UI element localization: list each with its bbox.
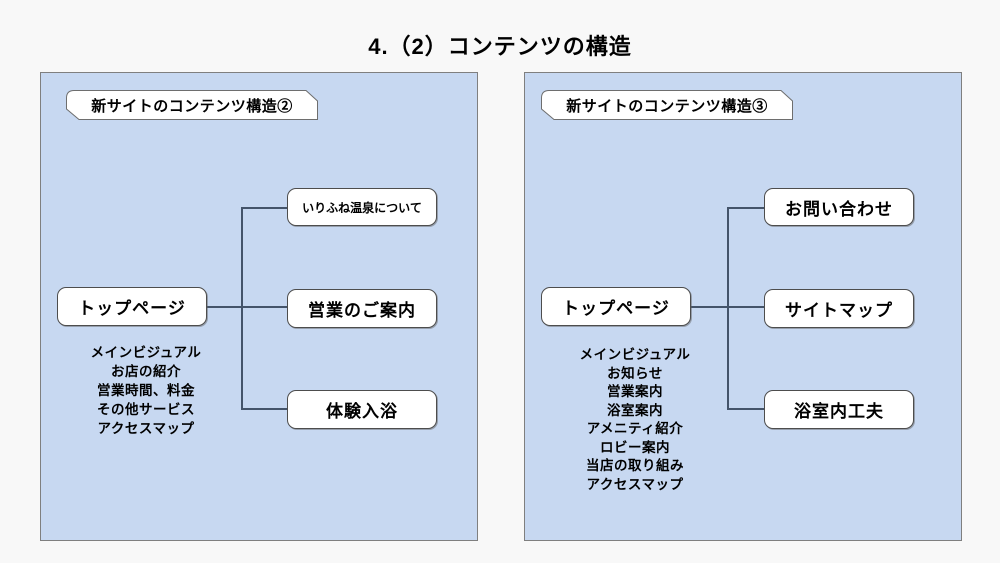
subitem: アメニティ紹介 bbox=[586, 421, 684, 436]
connector-top-page-to-trunk bbox=[207, 306, 287, 308]
panel-header-label: 新サイトのコンテンツ構造③ bbox=[566, 97, 768, 115]
panel-header-label: 新サイトのコンテンツ構造② bbox=[91, 97, 293, 115]
subitem: 営業案内 bbox=[607, 384, 663, 399]
top-page-subitems: メインビジュアル お知らせ 営業案内 浴室案内 アメニティ紹介 ロビー案内 当店… bbox=[540, 346, 730, 494]
node-business-guide: 営業のご案内 bbox=[287, 289, 437, 328]
connector-branch-top bbox=[241, 207, 287, 209]
subitem: 営業時間、料金 bbox=[97, 383, 195, 398]
panel-header-plaque: 新サイトのコンテンツ構造③ bbox=[541, 90, 793, 120]
content-structure-panel-3: 新サイトのコンテンツ構造③ トップページ お問い合わせ サイトマップ 浴室内工夫… bbox=[524, 72, 962, 541]
subitem: お知らせ bbox=[607, 365, 663, 381]
subitem: その他サービス bbox=[97, 402, 195, 417]
subitem: ロビー案内 bbox=[600, 439, 670, 455]
subitem: 当店の取り組み bbox=[586, 458, 684, 473]
connector-trunk bbox=[727, 207, 729, 409]
content-structure-panel-2: 新サイトのコンテンツ構造② トップページ いりふね温泉について 営業のご案内 体… bbox=[40, 72, 478, 541]
panel-header-plaque: 新サイトのコンテンツ構造② bbox=[66, 90, 318, 120]
connector-trunk bbox=[241, 207, 243, 409]
node-about-irifune-onsen: いりふね温泉について bbox=[287, 188, 437, 226]
subitem: お店の紹介 bbox=[111, 364, 181, 379]
node-contact: お問い合わせ bbox=[764, 188, 914, 226]
subitem: アクセスマップ bbox=[586, 476, 684, 492]
page-title: 4.（2）コンテンツの構造 bbox=[368, 34, 632, 59]
node-top-page: トップページ bbox=[541, 287, 691, 326]
top-page-subitems: メインビジュアル お店の紹介 営業時間、料金 その他サービス アクセスマップ bbox=[56, 343, 236, 438]
node-bathroom-improvements: 浴室内工夫 bbox=[764, 390, 914, 429]
plaque-shape bbox=[66, 90, 318, 120]
node-trial-bathing: 体験入浴 bbox=[287, 390, 437, 429]
connector-branch-top bbox=[727, 207, 764, 209]
node-top-page: トップページ bbox=[57, 287, 207, 326]
subitem: メインビジュアル bbox=[90, 345, 202, 360]
node-sitemap: サイトマップ bbox=[764, 289, 914, 328]
subitem: 浴室案内 bbox=[607, 402, 663, 418]
subitem: アクセスマップ bbox=[97, 421, 195, 436]
connector-branch-bottom bbox=[241, 408, 287, 410]
plaque-shape bbox=[541, 90, 793, 120]
subitem: メインビジュアル bbox=[579, 347, 691, 362]
connector-branch-bottom bbox=[727, 408, 764, 410]
